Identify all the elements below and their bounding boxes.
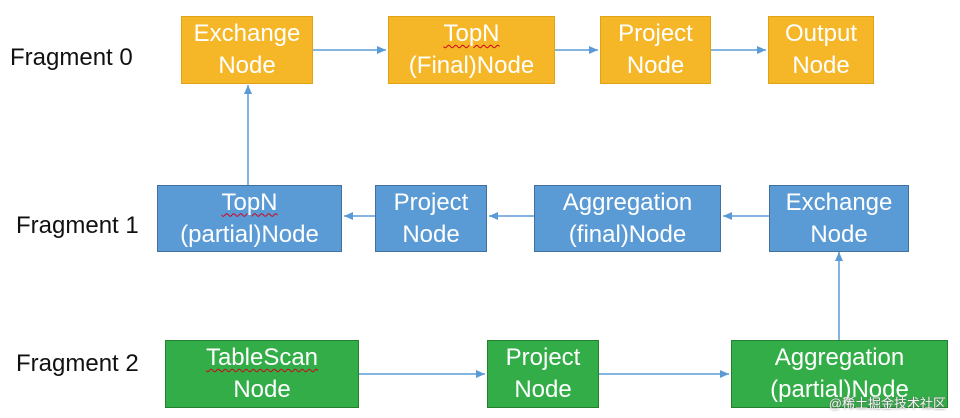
f0-exchange-node: Exchange Node <box>181 16 313 84</box>
watermark: @稀土掘金技术社区 <box>828 396 946 411</box>
f0-output-node: Output Node <box>768 16 874 84</box>
f0-exchange-line1: Exchange <box>193 20 301 47</box>
f1-project-line2: Node <box>402 220 460 248</box>
f1-topn-line2: (partial)Node <box>180 220 319 248</box>
f2-tablescan-node: TableScan Node <box>165 340 359 408</box>
f2-project-line1: Project <box>505 344 581 371</box>
f1-exchange-node: Exchange Node <box>769 185 909 252</box>
f2-tablescan-line2: Node <box>233 376 291 403</box>
f0-output-line1: Output <box>784 20 858 47</box>
f0-project-line1: Project <box>618 20 693 47</box>
f0-topn-line1: TopN <box>443 20 500 47</box>
f0-output-line2: Node <box>792 52 850 79</box>
f0-exchange-line2: Node <box>218 52 276 79</box>
f2-aggregation-line2: (partial)Node <box>770 376 909 403</box>
f2-project-line2: Node <box>514 376 572 403</box>
f1-exchange-line2: Node <box>810 220 868 248</box>
f0-project-line2: Node <box>626 52 685 79</box>
f0-topn-line2: (Final)Node <box>408 52 535 79</box>
f2-project-node: Project Node <box>487 340 599 408</box>
f1-aggregation-final-node: Aggregation (final)Node <box>534 185 721 252</box>
f1-exchange-line1: Exchange <box>785 188 893 216</box>
f1-aggregation-line1: Aggregation <box>562 188 693 216</box>
f1-aggregation-line2: (final)Node <box>568 220 687 248</box>
f1-topn-line1: TopN <box>221 188 278 216</box>
f1-project-line1: Project <box>393 188 469 216</box>
f0-topn-final-node: TopN (Final)Node <box>388 16 555 84</box>
f2-aggregation-partial-node: Aggregation (partial)Node <box>731 340 948 408</box>
fragment-1-label: Fragment 1 <box>16 212 139 239</box>
f1-project-node: Project Node <box>375 185 487 252</box>
f2-tablescan-line1: TableScan <box>205 344 319 371</box>
f1-topn-partial-node: TopN (partial)Node <box>157 185 342 252</box>
f0-project-node: Project Node <box>600 16 711 84</box>
f2-aggregation-line1: Aggregation <box>774 344 905 371</box>
fragment-0-label: Fragment 0 <box>10 44 133 71</box>
fragment-2-label: Fragment 2 <box>16 350 139 377</box>
